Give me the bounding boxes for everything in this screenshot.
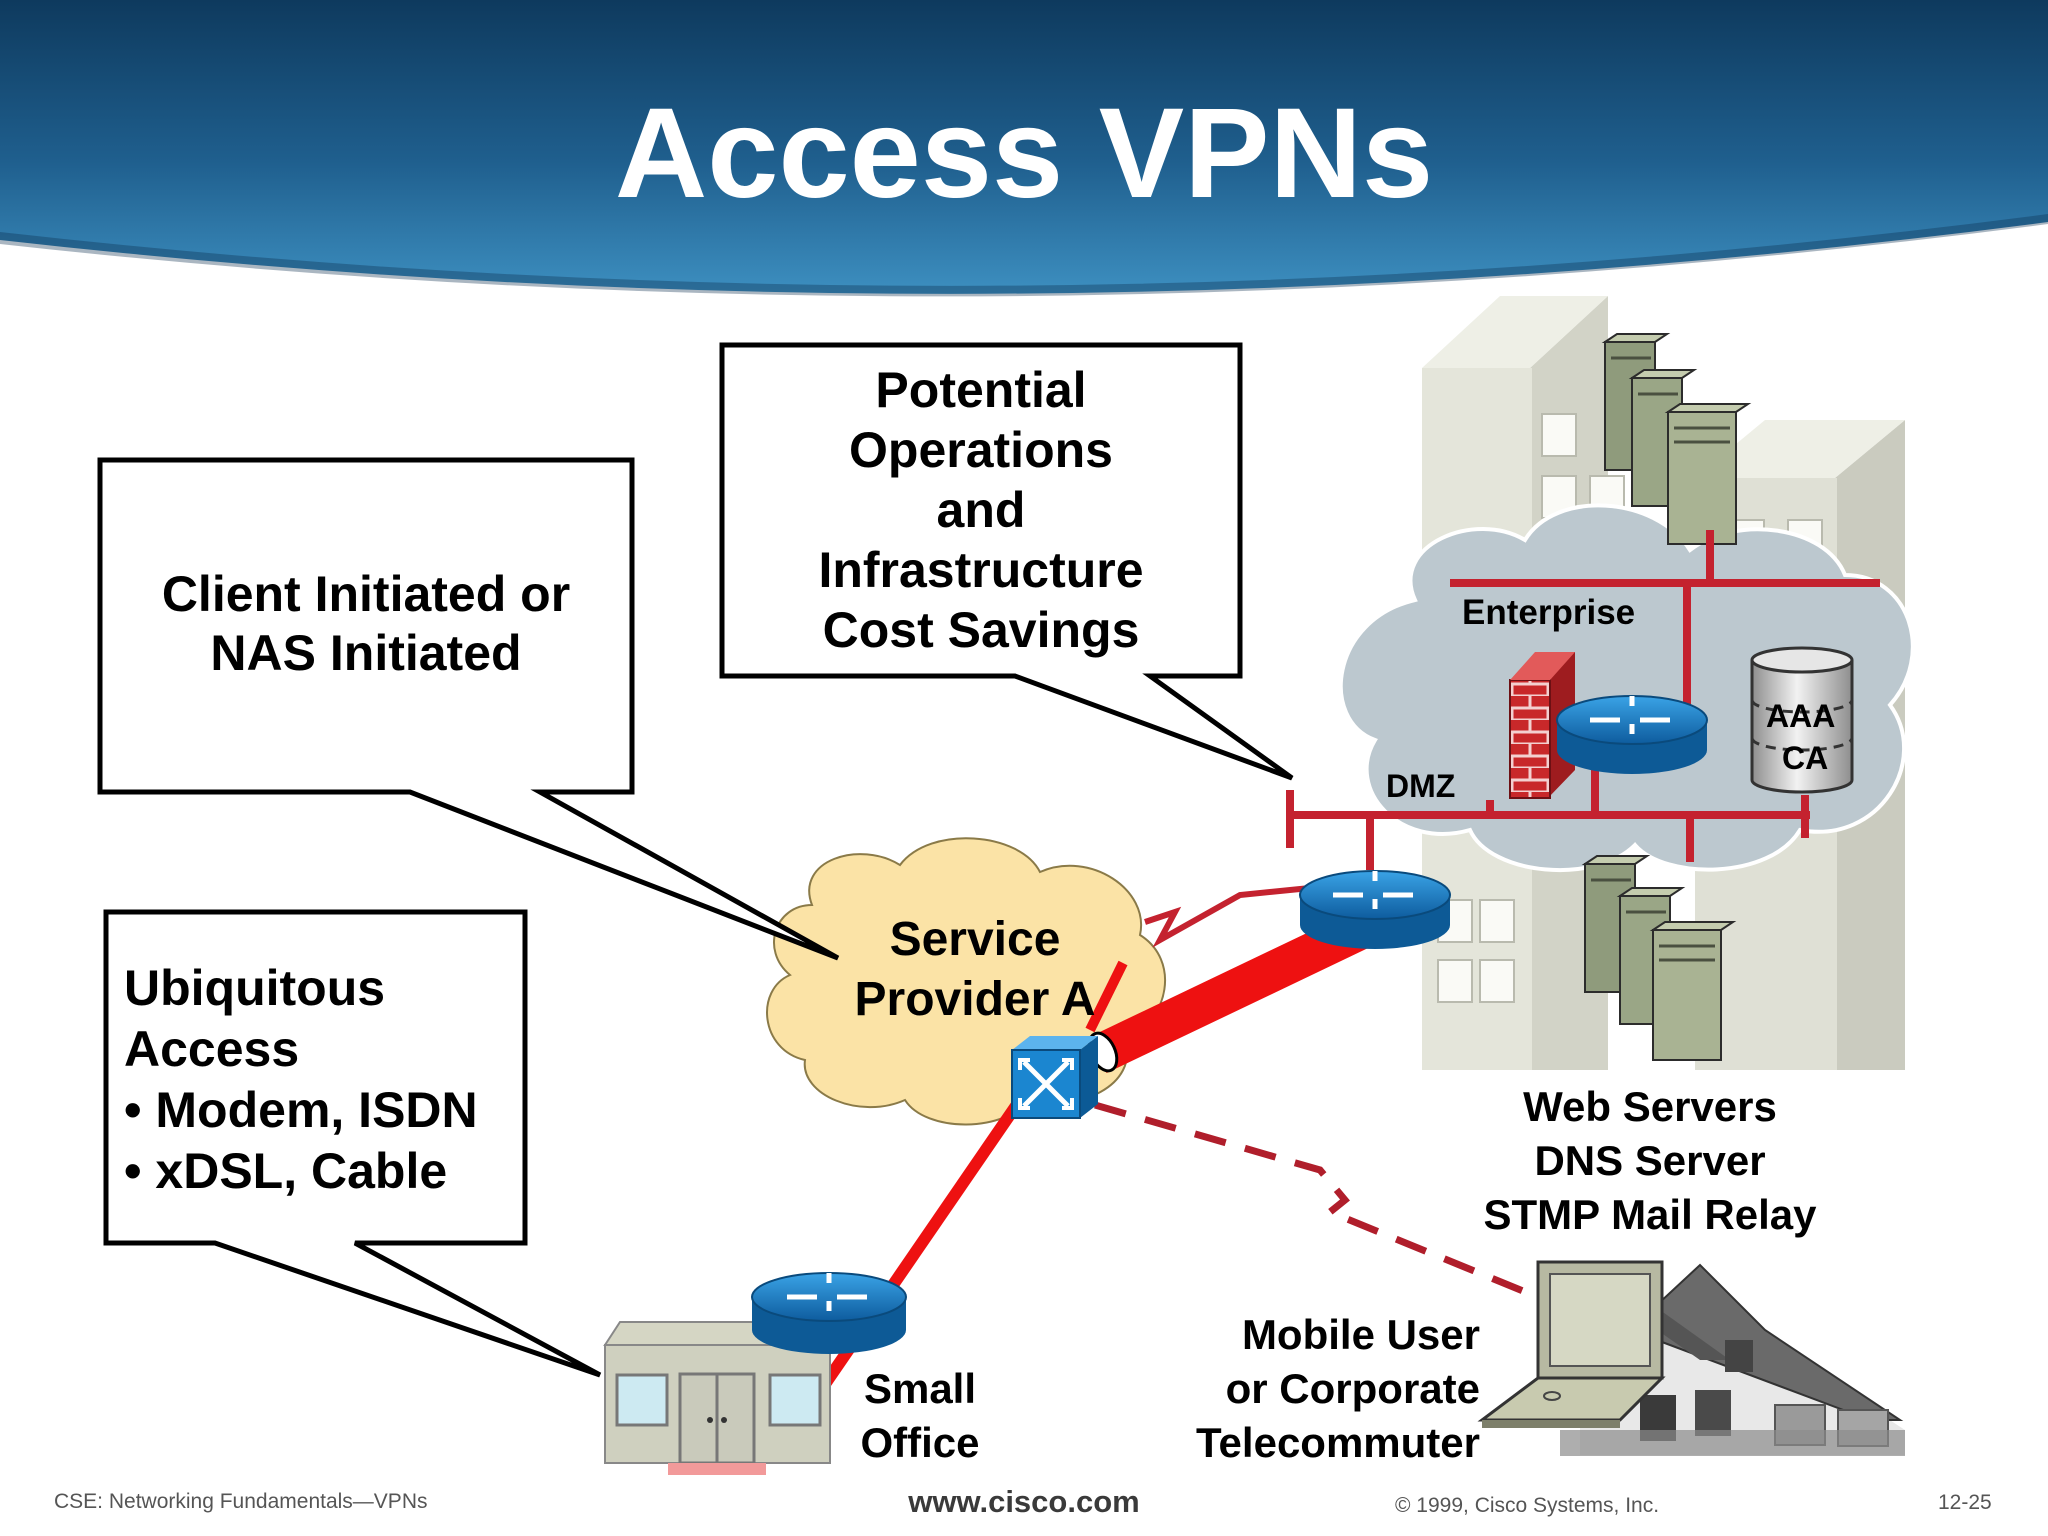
aaa-label: AAA xyxy=(1766,698,1836,734)
mobile-user-line: Telecommuter xyxy=(1196,1418,1480,1466)
callout-ubiquitous-bullet: • Modem, ISDN xyxy=(124,1082,478,1138)
firewall-icon xyxy=(1509,652,1575,799)
database-icon xyxy=(1750,646,1854,794)
wan-link xyxy=(1144,885,1311,948)
callout-savings-text: Potential Operations and Infrastructure … xyxy=(726,360,1236,660)
mobile-user-line: Mobile User xyxy=(1241,1311,1480,1358)
small-office-line: Small xyxy=(863,1365,977,1412)
callout-savings-line: Operations xyxy=(849,422,1113,478)
callout-ubiquitous-line: Access xyxy=(124,1021,300,1077)
callout-savings-box xyxy=(719,342,1294,781)
callout-ubiquitous-line: Ubiquitous xyxy=(124,960,386,1016)
tunnel-tip xyxy=(1085,960,1128,1033)
footer-copyright: © 1999, Cisco Systems, Inc. xyxy=(1395,1494,1660,1517)
servers-line: Web Servers xyxy=(1523,1083,1777,1130)
mobile-user-label: Mobile User or Corporate Telecommuter xyxy=(1130,1308,1480,1469)
small-office-label: Small Office xyxy=(845,1362,995,1470)
server-stack-bottom xyxy=(1581,855,1737,1061)
callout-savings-line: Infrastructure xyxy=(818,542,1144,598)
callout-savings-line: Cost Savings xyxy=(822,602,1140,658)
callout-ubiquitous-text: Ubiquitous Access • Modem, ISDN • xDSL, … xyxy=(124,958,524,1202)
footer-website: www.cisco.com xyxy=(908,1484,1140,1519)
callout-client-box xyxy=(97,457,840,961)
service-provider-label: Service Provider A xyxy=(820,910,1130,1030)
callout-ubiquitous-box xyxy=(103,909,602,1378)
servers-label: Web Servers DNS Server STMP Mail Relay xyxy=(1430,1080,1870,1241)
header-banner xyxy=(0,0,2048,297)
mobile-user-line: or Corporate xyxy=(1225,1364,1480,1412)
small-office-line: Office xyxy=(860,1418,980,1466)
enterprise-label: Enterprise xyxy=(1462,593,1636,632)
ca-label: CA xyxy=(1782,740,1829,776)
server-stack-top xyxy=(1601,333,1752,545)
small-office-router-icon xyxy=(751,1272,907,1354)
enterprise-lan xyxy=(1286,530,1880,870)
callout-ubiquitous-bullet: • xDSL, Cable xyxy=(124,1143,448,1199)
callout-client-line: Client Initiated or xyxy=(161,566,571,622)
edge-router-icon xyxy=(1299,870,1451,949)
slide-title: Access VPNs xyxy=(614,82,1434,225)
footer-course: CSE: Networking Fundamentals—VPNs xyxy=(54,1490,428,1513)
callout-savings-line: Potential xyxy=(875,362,1087,418)
dialup-link-mobile xyxy=(1094,1101,1547,1304)
enterprise-router-icon xyxy=(1556,695,1708,774)
footer-page-number: 12-25 xyxy=(1938,1491,1992,1514)
servers-line: STMP Mail Relay xyxy=(1483,1190,1817,1238)
callout-client-text: Client Initiated or NAS Initiated xyxy=(104,565,628,683)
dmz-label: DMZ xyxy=(1386,768,1456,804)
callout-savings-line: and xyxy=(936,482,1026,538)
servers-line: DNS Server xyxy=(1534,1136,1766,1184)
callout-client-line: NAS Initiated xyxy=(210,625,522,681)
service-provider-line: Service xyxy=(889,913,1061,966)
service-provider-line: Provider A xyxy=(854,973,1096,1026)
laptop-icon xyxy=(1477,1260,1666,1428)
nas-switch-icon xyxy=(1011,1036,1098,1119)
